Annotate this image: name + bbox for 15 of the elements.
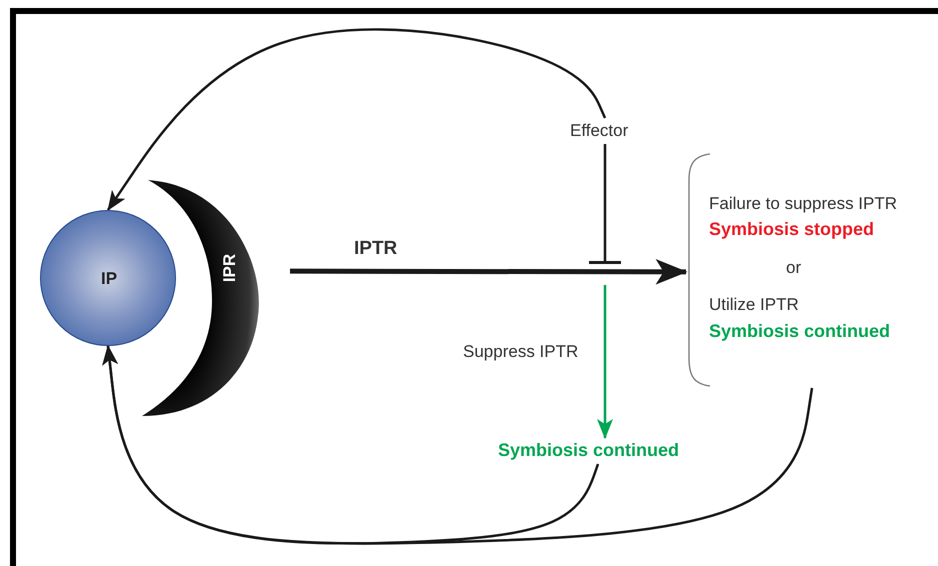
edge-label: Suppress IPTR: [461, 342, 580, 362]
outcome-text: Symbiosis continued: [498, 440, 680, 460]
effector-label: Effector: [570, 121, 628, 141]
arrow: [106, 28, 606, 211]
outcome-text: Symbiosis stopped: [709, 219, 874, 239]
arrow: [597, 285, 613, 439]
outcome-text: or: [786, 258, 802, 278]
outcome-text: Failure to suppress IPTR: [709, 194, 898, 214]
outcome-text: Symbiosis continued: [709, 321, 890, 341]
outcome-text: Utilize IPTR: [709, 295, 799, 315]
inhibition-line: [589, 144, 621, 264]
node-label: IPR: [220, 254, 240, 282]
arrow: [290, 259, 688, 285]
arrow: [102, 345, 600, 545]
node-label: IP: [100, 269, 118, 289]
